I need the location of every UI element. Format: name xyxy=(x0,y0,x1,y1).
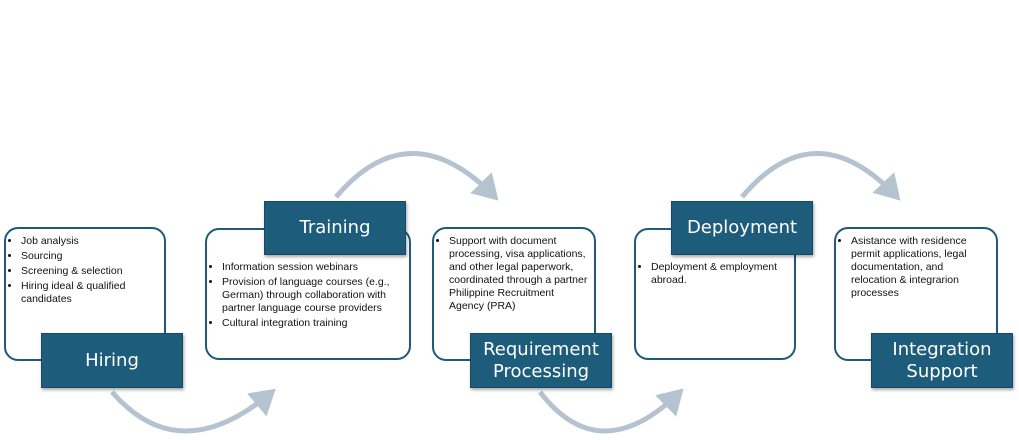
requirement-processing-list: Support with document processing, visa a… xyxy=(434,235,588,313)
training-title: Training xyxy=(264,201,406,255)
deployment-title: Deployment xyxy=(671,201,813,255)
arrow-deployment-to-integration xyxy=(740,151,901,201)
integration-support-title-line-1: Integration xyxy=(892,338,992,360)
list-item: Cultural integration training xyxy=(222,317,403,330)
requirement-processing-title: Requirement Processing xyxy=(470,333,612,388)
list-item: Screening & selection xyxy=(21,265,158,278)
arrow-requirement-to-deployment xyxy=(538,388,684,434)
training-list: Information session webinars Provision o… xyxy=(207,261,403,330)
arrow-hiring-to-training xyxy=(110,388,276,434)
integration-support-list: Asistance with residence permit applicat… xyxy=(836,235,990,300)
integration-support-title: Integration Support xyxy=(871,333,1013,388)
requirement-processing-title-line-1: Requirement xyxy=(483,338,599,360)
deployment-list: Deployment & employment abroad. xyxy=(636,261,788,287)
list-item: Sourcing xyxy=(21,250,158,263)
list-item: Asistance with residence permit applicat… xyxy=(851,235,990,300)
list-item: Hiring ideal & qualified candidates xyxy=(21,280,158,306)
list-item: Job analysis xyxy=(21,235,158,248)
hiring-list: Job analysis Sourcing Screening & select… xyxy=(6,235,158,306)
list-item: Support with document processing, visa a… xyxy=(449,235,588,313)
requirement-processing-title-line-2: Processing xyxy=(492,360,590,382)
hiring-box: Job analysis Sourcing Screening & select… xyxy=(4,227,166,361)
list-item: Provision of language courses (e.g., Ger… xyxy=(222,276,403,315)
arrow-training-to-requirement xyxy=(334,151,499,201)
hiring-title: Hiring xyxy=(41,333,183,388)
integration-support-title-line-2: Support xyxy=(906,360,978,382)
list-item: Information session webinars xyxy=(222,261,403,274)
list-item: Deployment & employment abroad. xyxy=(651,261,788,287)
